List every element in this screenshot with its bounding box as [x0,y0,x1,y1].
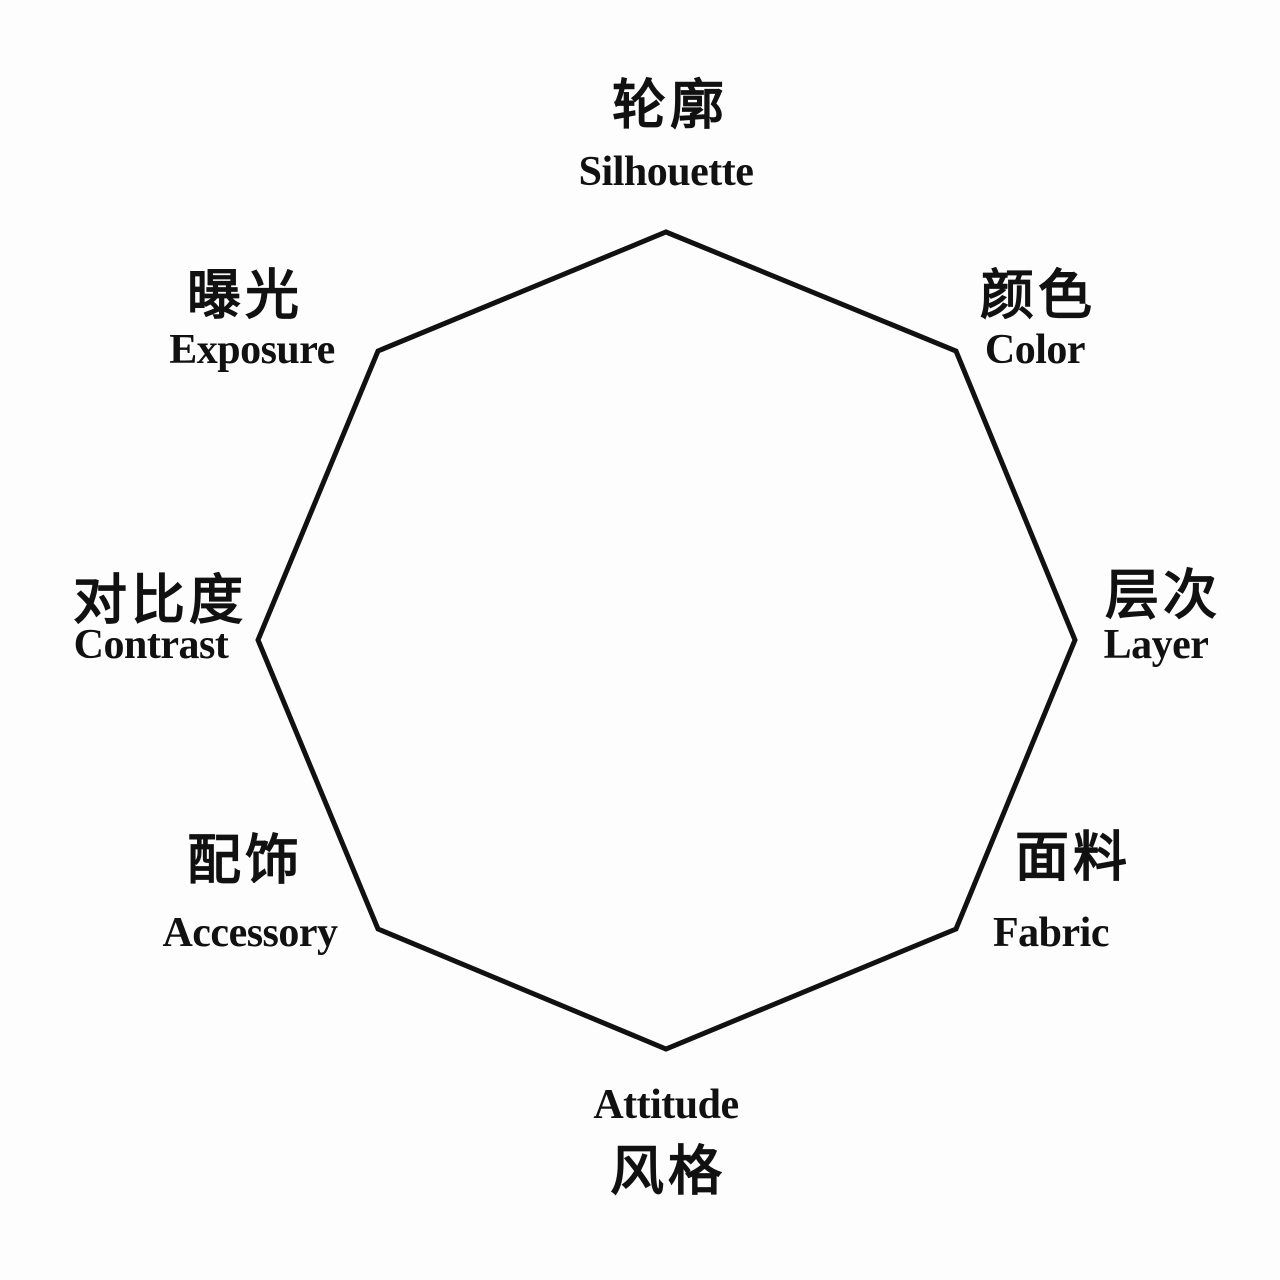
label-zh-exposure: 曝光 [187,262,303,327]
label-en-attitude: Attitude [593,1082,739,1128]
label-zh-silhouette: 轮廓 [612,72,728,137]
label-en-layer: Layer [1103,622,1209,668]
label-en-accessory: Accessory [162,910,338,956]
label-zh-layer: 层次 [1105,562,1221,627]
label-zh-accessory: 配饰 [187,827,303,892]
label-zh-fabric: 面料 [1015,824,1131,889]
label-en-color: Color [984,327,1086,373]
label-en-exposure: Exposure [169,327,335,373]
label-en-fabric: Fabric [993,910,1109,956]
label-zh-color: 颜色 [980,262,1096,327]
label-en-silhouette: Silhouette [578,149,754,195]
label-zh-attitude: 风格 [610,1138,726,1203]
label-en-contrast: Contrast [73,622,229,668]
octagon-outline [255,229,1078,1052]
label-zh-contrast: 对比度 [73,567,247,632]
